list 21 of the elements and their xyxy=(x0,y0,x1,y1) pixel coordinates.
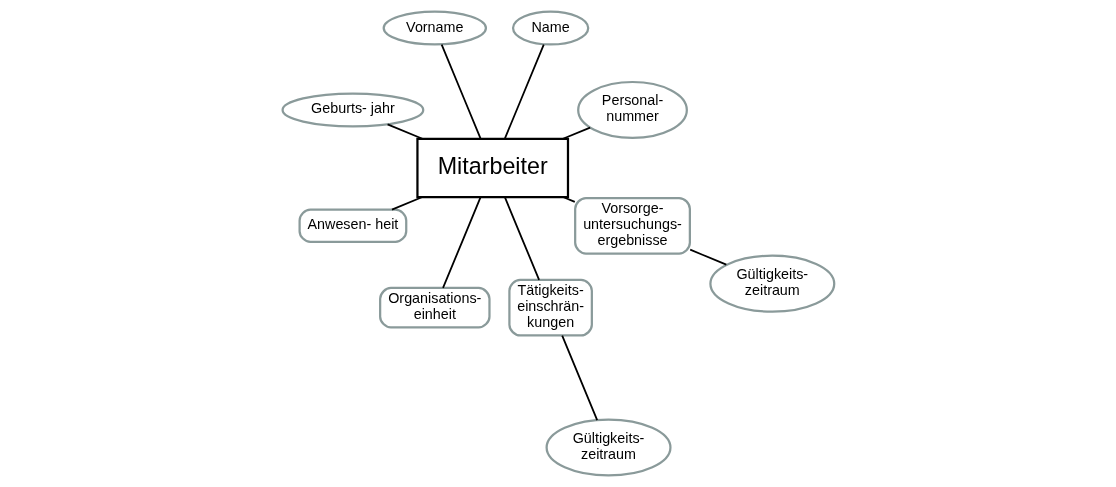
node-box: Vorsorge- untersuchungs- ergebnisse xyxy=(573,196,691,255)
node-ellipse: Personal- nummer xyxy=(576,80,688,140)
node-ellipse: Geburts- jahr xyxy=(280,92,424,128)
connector xyxy=(688,248,727,266)
connector xyxy=(390,196,423,211)
connector xyxy=(560,334,598,421)
connector xyxy=(441,196,481,289)
connector xyxy=(503,43,545,140)
node-ellipse: Gültigkeits- zeitraum xyxy=(708,254,835,313)
node-box: Anwesen- heit xyxy=(298,208,407,244)
node-box: Mitarbeiter xyxy=(415,137,569,199)
connector xyxy=(503,196,540,281)
connector xyxy=(386,123,423,140)
connector xyxy=(440,43,481,140)
node-box: Tätigkeits- einschrän- kungen xyxy=(507,278,593,337)
node-ellipse: Vorname xyxy=(382,10,487,46)
node-box: Organisations- einheit xyxy=(378,286,491,329)
node-ellipse: Gültigkeits- zeitraum xyxy=(545,418,672,477)
connector xyxy=(561,196,576,203)
connector xyxy=(561,126,591,140)
node-ellipse: Name xyxy=(511,10,589,46)
